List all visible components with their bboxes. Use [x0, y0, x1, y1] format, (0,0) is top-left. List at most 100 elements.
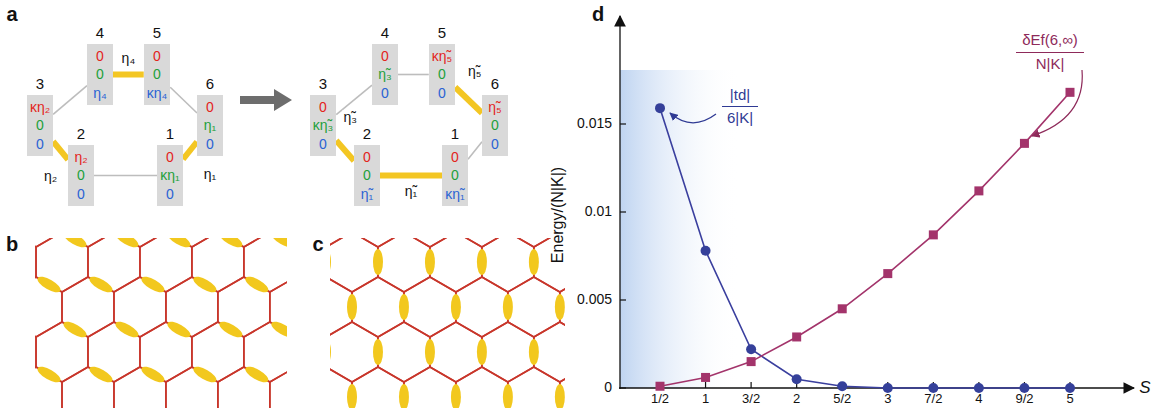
y-tick — [620, 123, 626, 124]
panel-letter: d — [592, 3, 604, 25]
fraction-bar — [722, 106, 758, 107]
bond-label: η₂ — [43, 169, 58, 184]
lattice-hexagon — [508, 367, 560, 408]
y-tick — [620, 211, 626, 212]
y-axis — [619, 16, 620, 389]
circle-marker — [837, 381, 847, 391]
dimer-bond — [399, 294, 409, 320]
site-cell: 0κη₁0 — [157, 145, 183, 206]
weak-bond — [53, 86, 87, 115]
axis-title: Energy/(N|K|) — [549, 167, 567, 263]
amplitude-value: 0 — [71, 166, 91, 184]
dimer-bond — [269, 319, 287, 341]
dimer-bond — [503, 294, 513, 320]
strong-bond — [53, 141, 68, 159]
tick-label: 3 — [884, 392, 891, 406]
site-number: 3 — [36, 76, 44, 93]
y-tick — [620, 299, 626, 300]
bond-label: η̃₅ — [467, 64, 482, 79]
dimer-bond — [217, 238, 245, 250]
tick-label: 5/2 — [833, 392, 851, 406]
amplitude-value: 0 — [147, 47, 168, 65]
lattice-hexagon — [352, 277, 404, 337]
strong-bond — [183, 142, 197, 160]
weak-bond — [170, 87, 197, 113]
square-marker — [1020, 139, 1029, 148]
dimer-bond — [87, 364, 115, 386]
dimer-bond — [347, 294, 357, 320]
bond-label: η₄ — [121, 51, 137, 66]
strong-bond — [380, 173, 442, 179]
square-marker — [656, 382, 665, 391]
dimer-bond — [191, 274, 219, 296]
dimer-bond — [35, 238, 37, 250]
square-marker — [747, 357, 756, 366]
amplitude-value: 0 — [313, 98, 334, 116]
dimer-bond — [35, 274, 63, 296]
amplitude-value: 0 — [485, 135, 505, 153]
amplitude-value: 0 — [357, 148, 377, 166]
amplitude-value: 0 — [160, 148, 180, 166]
lattice-hexagon — [378, 322, 430, 382]
circle-marker — [746, 344, 756, 354]
dimer-bond — [330, 249, 331, 275]
dimer-bond — [113, 319, 141, 341]
site-number: 2 — [77, 126, 85, 143]
tick-label: 1 — [702, 392, 709, 406]
honeycomb-lattice — [330, 238, 565, 408]
site-box: 2η₂00 — [68, 126, 94, 206]
amplitude-value: 0 — [357, 166, 377, 184]
dimer-bond — [529, 339, 539, 365]
line-chart — [619, 16, 1134, 393]
dimer-bond — [35, 319, 37, 341]
series-line — [660, 92, 1070, 386]
lattice-hexagon — [430, 238, 482, 292]
site-number: 4 — [381, 25, 389, 42]
amplitude-value: 0 — [30, 116, 50, 134]
amplitude-value: 0 — [90, 65, 110, 83]
strong-bond — [113, 72, 144, 78]
tick-label: 2 — [793, 392, 800, 406]
tick-label: 0.005 — [577, 292, 612, 307]
site-number: 5 — [153, 25, 161, 42]
dimer-bond — [217, 319, 245, 341]
dimer-bond — [503, 384, 513, 408]
site-cell: 0η̃₃0 — [372, 44, 398, 105]
site-box: 5κη̃₅00 — [429, 25, 455, 105]
site-box: 4 0η̃₃0 — [372, 25, 398, 105]
amplitude-value: 0 — [200, 98, 220, 116]
tick-label: 9/2 — [1015, 392, 1033, 406]
dimer-bond — [555, 294, 565, 320]
site-cell: η̃₅00 — [482, 95, 508, 156]
circle-marker — [655, 103, 665, 113]
dimer-bond — [191, 364, 219, 386]
lattice-hexagon — [352, 238, 404, 247]
dimer-bond — [61, 319, 89, 341]
amplitude-value: κη̃₅ — [432, 47, 452, 65]
site-number: 3 — [319, 76, 327, 93]
dimer-bond — [451, 294, 461, 320]
axis-title: S — [1139, 379, 1150, 398]
lattice-hexagon — [404, 367, 456, 408]
tick-label: 0.01 — [585, 204, 612, 219]
tick-label: 4 — [975, 392, 982, 406]
site-number: 6 — [491, 76, 499, 93]
transform-arrow — [240, 89, 292, 111]
panel-letter: c — [312, 233, 323, 255]
amplitude-value: 0 — [30, 135, 50, 153]
dimer-bond — [269, 238, 287, 250]
dimer-bond — [373, 249, 383, 275]
site-box: 3κη₂00 — [27, 76, 53, 156]
amplitude-value: 0 — [313, 135, 334, 153]
site-cell: κη̃₅00 — [429, 44, 455, 105]
dimer-bond — [425, 339, 435, 365]
dimer-bond — [61, 238, 89, 250]
strong-bond — [336, 141, 354, 161]
square-marker — [792, 332, 801, 341]
site-number: 1 — [451, 126, 459, 143]
site-box: 200η̃₁ — [354, 126, 380, 206]
amplitude-value: η₄ — [90, 84, 110, 102]
amplitude-value: 0 — [200, 135, 220, 153]
site-cell: 00η̃₁ — [354, 145, 380, 206]
site-cell: 00η₄ — [87, 44, 113, 105]
